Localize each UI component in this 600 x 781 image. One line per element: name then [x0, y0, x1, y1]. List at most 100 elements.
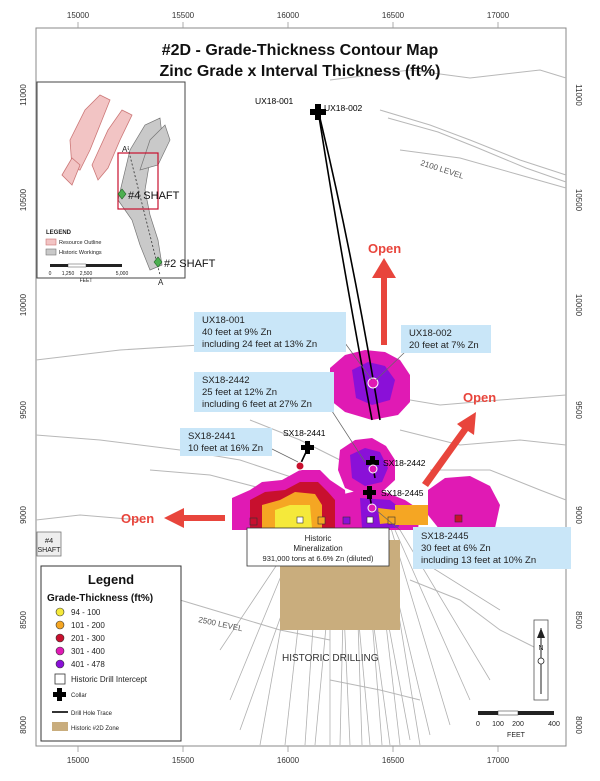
x-axis-top: 15000 15500 16000 16500 17000 — [67, 11, 510, 20]
open-label-east: Open — [463, 390, 496, 405]
x-tick-bottom: 16500 — [382, 756, 405, 765]
historic-box-line: Historic — [305, 534, 332, 543]
legend-zone-label: Historic #2D Zone — [71, 726, 120, 732]
inset-legend-title: LEGEND — [46, 230, 72, 236]
y-tick-left: 11000 — [19, 84, 28, 106]
inset-a-prime: A' — [122, 145, 129, 154]
callout-line: including 13 feet at 10% Zn — [421, 555, 536, 566]
y-tick-left: 8000 — [19, 716, 28, 734]
x-tick-bottom: 15500 — [172, 756, 195, 765]
legend-swatch — [55, 659, 65, 669]
callout-line: SX18-2445 — [421, 531, 469, 542]
north-label: N — [538, 645, 543, 652]
collar-label-ux18-002: UX18-002 — [324, 103, 363, 113]
shaft4-label-box: #4 SHAFT — [36, 531, 62, 557]
collar-label-sx18-2441: SX18-2441 — [283, 428, 326, 438]
callout-sx18-2442: SX18-2442 25 feet at 12% Zn including 6 … — [194, 372, 334, 412]
callout-line: UX18-002 — [409, 328, 452, 339]
inset-scale-label: 1,250 — [62, 271, 75, 277]
callout-line: 10 feet at 16% Zn — [188, 443, 263, 454]
collar-sx18-2445 — [363, 486, 376, 499]
legend-class-label: 301 - 400 — [71, 647, 105, 656]
callout-line: SX18-2442 — [202, 375, 250, 386]
y-tick-right: 10500 — [574, 189, 583, 212]
callout-ux18-002: UX18-002 20 feet at 7% Zn — [401, 325, 491, 353]
collar-label-ux18-001: UX18-001 — [255, 96, 294, 106]
callout-line: SX18-2441 — [188, 431, 236, 442]
x-tick-bottom: 15000 — [67, 756, 90, 765]
callout-ux18-001: UX18-001 40 feet at 9% Zn including 24 f… — [194, 312, 346, 352]
x-tick-top: 17000 — [487, 11, 510, 20]
inset-scale-label: 0 — [49, 271, 52, 277]
callout-line: 25 feet at 12% Zn — [202, 387, 277, 398]
callout-line: 20 feet at 7% Zn — [409, 340, 479, 351]
open-arrow-north: Open — [368, 241, 401, 345]
scale-label: 200 — [512, 721, 524, 728]
open-label-west: Open — [121, 511, 154, 526]
y-tick-left: 9000 — [19, 506, 28, 524]
open-label-north: Open — [368, 241, 401, 256]
map-title-line1: #2D - Grade-Thickness Contour Map — [162, 42, 439, 59]
x-tick-top: 15000 — [67, 11, 90, 20]
inset-shaft2-label: #2 SHAFT — [164, 258, 216, 270]
shaft4-label-line: #4 — [45, 536, 53, 545]
inset-scale-label: 5,000 — [116, 271, 129, 277]
scale-label: 400 — [548, 721, 560, 728]
legend-trace-label: Drill Hole Trace — [71, 711, 113, 717]
callout-sx18-2445: SX18-2445 30 feet at 6% Zn including 13 … — [413, 527, 571, 569]
x-tick-top: 15500 — [172, 11, 195, 20]
legend-class-label: 201 - 300 — [71, 634, 105, 643]
legend-intercept-label: Historic Drill Intercept — [71, 675, 148, 684]
grid-ticks — [77, 22, 499, 752]
x-tick-bottom: 17000 — [487, 756, 510, 765]
inset-a: A — [158, 278, 164, 287]
y-tick-right: 8500 — [574, 611, 583, 629]
grade-contours — [232, 350, 500, 535]
north-arrow: N — [533, 619, 549, 701]
x-tick-bottom: 16000 — [277, 756, 300, 765]
callout-line: 30 feet at 6% Zn — [421, 543, 491, 554]
callout-leaders — [269, 342, 406, 531]
y-tick-right: 10000 — [574, 294, 583, 317]
historic-drilling-label: HISTORIC DRILLING — [282, 653, 379, 664]
y-tick-left: 10000 — [19, 293, 28, 316]
legend-box: Legend Grade-Thickness (ft%) 94 - 100 10… — [40, 565, 182, 742]
y-tick-right: 9000 — [574, 506, 583, 524]
drill-intercept-markers — [295, 377, 379, 513]
inset-scale-label: 2,500 — [80, 271, 93, 277]
historic-box-line: Mineralization — [293, 544, 342, 553]
inset-map: A' A #4 SHAFT #2 SHAFT LEGEND Resource O… — [36, 81, 216, 287]
legend-class-label: 94 - 100 — [71, 608, 101, 617]
legend-title: Legend — [88, 572, 134, 587]
legend-swatch — [55, 633, 65, 643]
legend-zone-swatch — [52, 722, 68, 731]
historic-box-line: 931,000 tons at 6.6% Zn (diluted) — [263, 554, 374, 563]
legend-collar-label: Collar — [71, 693, 87, 699]
scale-unit: FEET — [507, 732, 526, 739]
collar-markers — [301, 104, 379, 499]
scale-bar: 0 100 200 400 FEET — [476, 710, 560, 739]
legend-class-label: 101 - 200 — [71, 621, 105, 630]
legend-swatch — [55, 620, 65, 630]
collar-sx18-2441 — [301, 441, 314, 454]
x-tick-top: 16500 — [382, 11, 405, 20]
callout-line: UX18-001 — [202, 315, 245, 326]
scale-label: 0 — [476, 721, 480, 728]
x-axis-bottom: 15000 15500 16000 16500 17000 — [67, 756, 510, 765]
open-arrow-west: Open — [121, 508, 225, 528]
callout-sx18-2441: SX18-2441 10 feet at 16% Zn — [180, 428, 272, 456]
callout-line: including 24 feet at 13% Zn — [202, 339, 317, 350]
legend-swatch — [55, 607, 65, 617]
map-title-line2: Zinc Grade x Interval Thickness (ft%) — [160, 63, 441, 80]
y-tick-left: 8500 — [19, 611, 28, 629]
legend-intercept-swatch — [54, 673, 66, 685]
y-tick-right: 11000 — [574, 84, 583, 106]
collar-label-sx18-2442: SX18-2442 — [383, 458, 426, 468]
inset-legend-workings: Historic Workings — [59, 250, 102, 256]
collar-labels: UX18-001 UX18-002 SX18-2441 SX18-2442 SX… — [255, 96, 426, 498]
y-tick-left: 10500 — [19, 188, 28, 211]
y-tick-left: 9500 — [19, 401, 28, 419]
inset-legend-resource: Resource Outline — [59, 240, 102, 246]
scale-label: 100 — [492, 721, 504, 728]
